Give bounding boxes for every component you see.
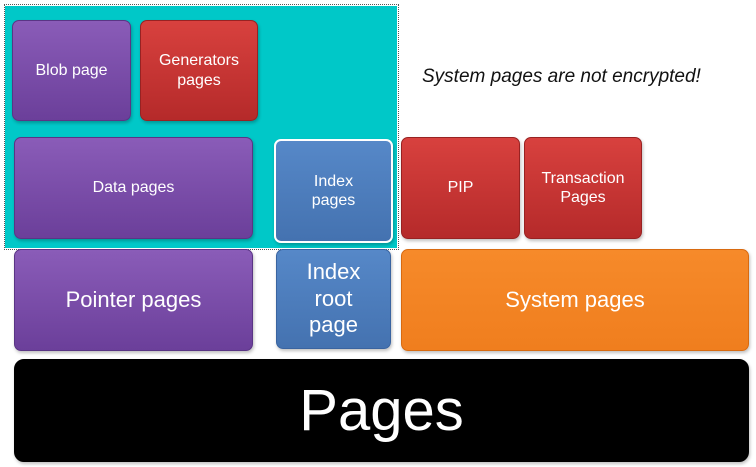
pointer-pages-box: Pointer pages [14, 249, 253, 351]
data-pages-label: Data pages [92, 179, 175, 197]
transaction-pages-label: Transaction Pages [541, 169, 625, 206]
system-pages-label: System pages [505, 286, 645, 312]
index-root-page-box: Index root page [276, 249, 391, 349]
system-pages-box: System pages [401, 249, 749, 351]
pages-label: Pages [299, 377, 464, 443]
transaction-pages-box: Transaction Pages [524, 137, 642, 239]
blob-page-label: Blob page [35, 61, 108, 79]
generators-pages-label: Generators pages [158, 52, 240, 89]
encryption-note: System pages are not encrypted! [422, 66, 701, 87]
pip-label: PIP [447, 179, 474, 197]
blob-page-box: Blob page [12, 20, 131, 121]
data-pages-box: Data pages [14, 137, 253, 239]
pages-box: Pages [14, 359, 749, 462]
pointer-pages-label: Pointer pages [65, 286, 202, 312]
index-root-page-label: Index root page [306, 259, 361, 338]
generators-pages-box: Generators pages [140, 20, 258, 121]
index-pages-box: Index pages [274, 139, 393, 243]
index-pages-label: Index pages [311, 172, 356, 209]
pip-box: PIP [401, 137, 520, 239]
